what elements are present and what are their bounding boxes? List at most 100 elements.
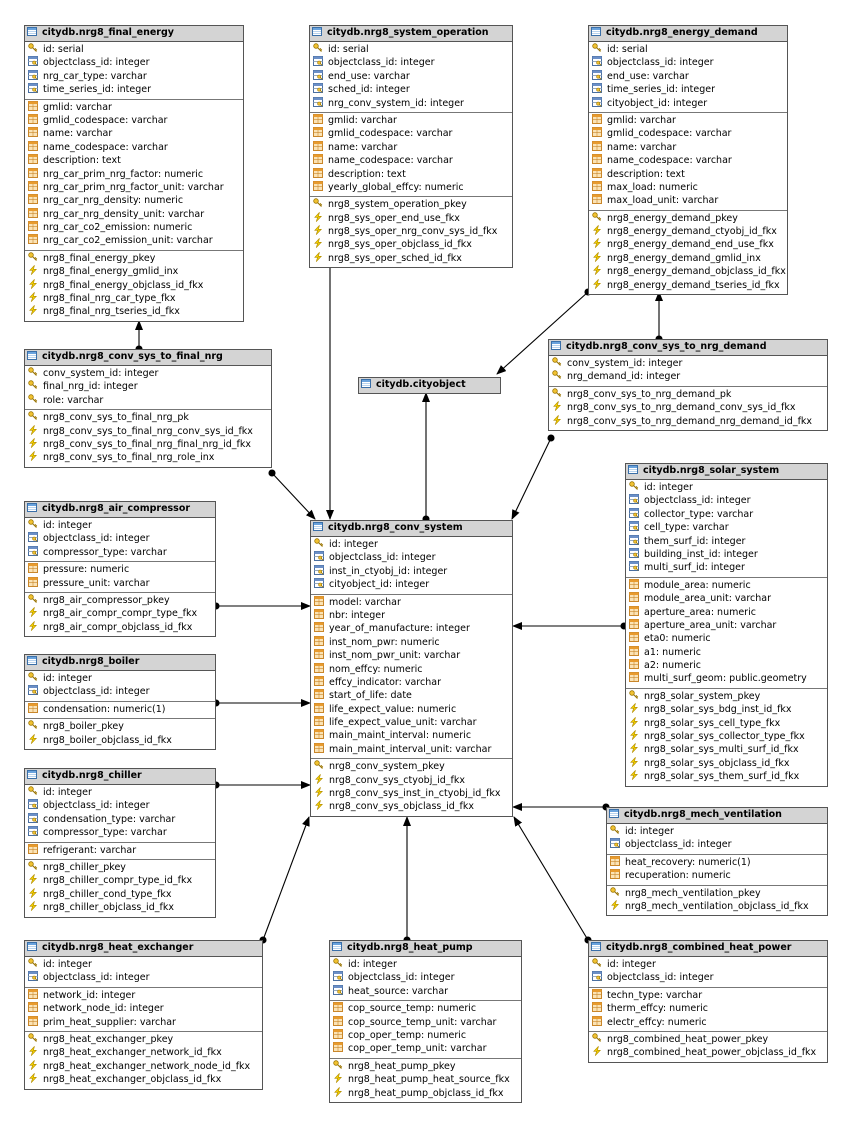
table-row[interactable]: heat_recovery: numeric(1) (607, 855, 827, 869)
table-row[interactable]: nom_effcy: numeric (311, 662, 512, 676)
table-row[interactable]: nrg8_heat_pump_pkey (330, 1060, 521, 1073)
table-row[interactable]: nrg8_mech_ventilation_pkey (607, 886, 827, 900)
table-row[interactable]: nrg8_solar_system_pkey (626, 690, 827, 703)
table-row[interactable]: cop_oper_temp_unit: varchar (330, 1042, 521, 1055)
table-row[interactable]: nrg8_conv_sys_inst_in_ctyobj_id_fkx (311, 787, 512, 800)
table-row[interactable]: heat_source: varchar (330, 984, 521, 998)
table-row[interactable]: multi_surf_geom: public.geometry (626, 672, 827, 685)
table-row[interactable]: name_codespace: varchar (310, 154, 512, 167)
table-row[interactable]: max_load: numeric (589, 180, 787, 194)
table-row[interactable]: nrg8_energy_demand_ctyobj_id_fkx (589, 225, 787, 238)
table-row[interactable]: nrg8_sys_oper_sched_id_fkx (310, 251, 512, 265)
table-row[interactable]: nrg_car_prim_nrg_factor_unit: varchar (25, 180, 243, 194)
table-row[interactable]: end_use: varchar (589, 69, 787, 83)
table-row[interactable]: id: integer (626, 481, 827, 494)
table-row[interactable]: main_maint_interval_unit: varchar (311, 742, 512, 756)
table-row[interactable]: effcy_indicator: varchar (311, 675, 512, 689)
table-row[interactable]: nrg8_heat_exchanger_objclass_id_fkx (25, 1073, 262, 1086)
table-row[interactable]: nrg8_final_energy_pkey (25, 252, 243, 265)
table-row[interactable]: id: integer (607, 825, 827, 838)
table-row[interactable]: nrg8_energy_demand_end_use_fkx (589, 238, 787, 251)
table-row[interactable]: id: integer (311, 538, 512, 551)
table-header[interactable]: citydb.nrg8_heat_exchanger (25, 941, 262, 957)
table-row[interactable]: end_use: varchar (310, 69, 512, 83)
table-row[interactable]: sched_id: integer (310, 83, 512, 96)
table-header[interactable]: citydb.nrg8_final_energy (25, 26, 243, 42)
table-header[interactable]: citydb.nrg8_system_operation (310, 26, 512, 42)
table-row[interactable]: refrigerant: varchar (25, 843, 215, 857)
table-row[interactable]: gmlid_codespace: varchar (25, 113, 243, 127)
table-row[interactable]: a1: numeric (626, 645, 827, 659)
table-row[interactable]: nrg8_chiller_compr_type_id_fkx (25, 874, 215, 887)
table-header[interactable]: citydb.nrg8_air_compressor (25, 502, 215, 518)
table-row[interactable]: therm_effcy: numeric (589, 1002, 827, 1015)
table-row[interactable]: objectclass_id: integer (25, 56, 243, 69)
table-row[interactable]: id: serial (25, 43, 243, 56)
table-header[interactable]: citydb.nrg8_boiler (25, 655, 215, 671)
table-row[interactable]: gmlid: varchar (25, 100, 243, 114)
table-row[interactable]: name: varchar (310, 140, 512, 154)
table-row[interactable]: time_series_id: integer (589, 83, 787, 96)
table-row[interactable]: eta0: numeric (626, 632, 827, 645)
table-row[interactable]: nbr: integer (311, 608, 512, 622)
table-cityobject[interactable]: citydb.cityobject (358, 377, 501, 394)
table-row[interactable]: network_node_id: integer (25, 1002, 262, 1015)
table-row[interactable]: id: integer (25, 519, 215, 532)
table-row[interactable]: nrg8_conv_system_pkey (311, 760, 512, 773)
table-row[interactable]: nrg8_system_operation_pkey (310, 198, 512, 211)
table-row[interactable]: objectclass_id: integer (607, 838, 827, 851)
table-row[interactable]: id: serial (310, 43, 512, 56)
table-header[interactable]: citydb.nrg8_energy_demand (589, 26, 787, 42)
table-row[interactable]: objectclass_id: integer (25, 532, 215, 545)
table-row[interactable]: nrg8_heat_pump_objclass_id_fkx (330, 1086, 521, 1100)
table-row[interactable]: gmlid: varchar (310, 113, 512, 127)
table-row[interactable]: nrg_car_co2_emission_unit: varchar (25, 234, 243, 247)
table-header[interactable]: citydb.nrg8_conv_sys_to_nrg_demand (549, 340, 827, 356)
table-row[interactable]: id: integer (330, 958, 521, 971)
table-row[interactable]: nrg8_solar_sys_collector_type_fkx (626, 730, 827, 743)
table-row[interactable]: model: varchar (311, 595, 512, 609)
table-row[interactable]: role: varchar (25, 394, 271, 407)
table-row[interactable]: nrg8_final_energy_gmlid_inx (25, 265, 243, 278)
table-row[interactable]: building_inst_id: integer (626, 547, 827, 561)
table-row[interactable]: pressure: numeric (25, 563, 215, 576)
table-row[interactable]: name_codespace: varchar (25, 140, 243, 154)
table-row[interactable]: network_id: integer (25, 988, 262, 1002)
table-row[interactable]: nrg_car_prim_nrg_factor: numeric (25, 167, 243, 181)
table-row[interactable]: multi_surf_id: integer (626, 561, 827, 574)
table-row[interactable]: gmlid_codespace: varchar (589, 127, 787, 140)
table-row[interactable]: nrg8_conv_sys_to_nrg_demand_pk (549, 388, 827, 401)
table-row[interactable]: nrg8_sys_oper_nrg_conv_sys_id_fkx (310, 225, 512, 238)
table-row[interactable]: id: integer (25, 672, 215, 685)
table-row[interactable]: name: varchar (25, 127, 243, 140)
table-row[interactable]: conv_system_id: integer (25, 367, 271, 380)
table-header[interactable]: citydb.nrg8_conv_system (311, 521, 512, 537)
table-header[interactable]: citydb.nrg8_solar_system (626, 464, 827, 480)
table-row[interactable]: techn_type: varchar (589, 988, 827, 1002)
table-row[interactable]: objectclass_id: integer (310, 56, 512, 69)
table-row[interactable]: nrg8_final_nrg_tseries_id_fkx (25, 305, 243, 318)
table-row[interactable]: condensation_type: varchar (25, 812, 215, 826)
table-row[interactable]: nrg8_conv_sys_to_nrg_demand_conv_sys_id_… (549, 401, 827, 414)
table-header[interactable]: citydb.nrg8_heat_pump (330, 941, 521, 957)
table-row[interactable]: objectclass_id: integer (311, 551, 512, 564)
table-row[interactable]: gmlid_codespace: varchar (310, 127, 512, 140)
table-row[interactable]: cityobject_id: integer (589, 96, 787, 110)
table-row[interactable]: a2: numeric (626, 659, 827, 672)
table-row[interactable]: cell_type: varchar (626, 521, 827, 534)
table-row[interactable]: nrg_car_co2_emission: numeric (25, 221, 243, 234)
table-row[interactable]: nrg8_combined_heat_power_objclass_id_fkx (589, 1046, 827, 1059)
table-row[interactable]: objectclass_id: integer (25, 685, 215, 698)
table-row[interactable]: objectclass_id: integer (25, 799, 215, 812)
table-row[interactable]: nrg8_heat_exchanger_network_id_fkx (25, 1046, 262, 1059)
table-row[interactable]: nrg8_solar_sys_cell_type_fkx (626, 716, 827, 730)
table-row[interactable]: description: text (310, 167, 512, 181)
table-row[interactable]: nrg_demand_id: integer (549, 370, 827, 383)
table-row[interactable]: nrg8_solar_sys_objclass_id_fkx (626, 756, 827, 770)
